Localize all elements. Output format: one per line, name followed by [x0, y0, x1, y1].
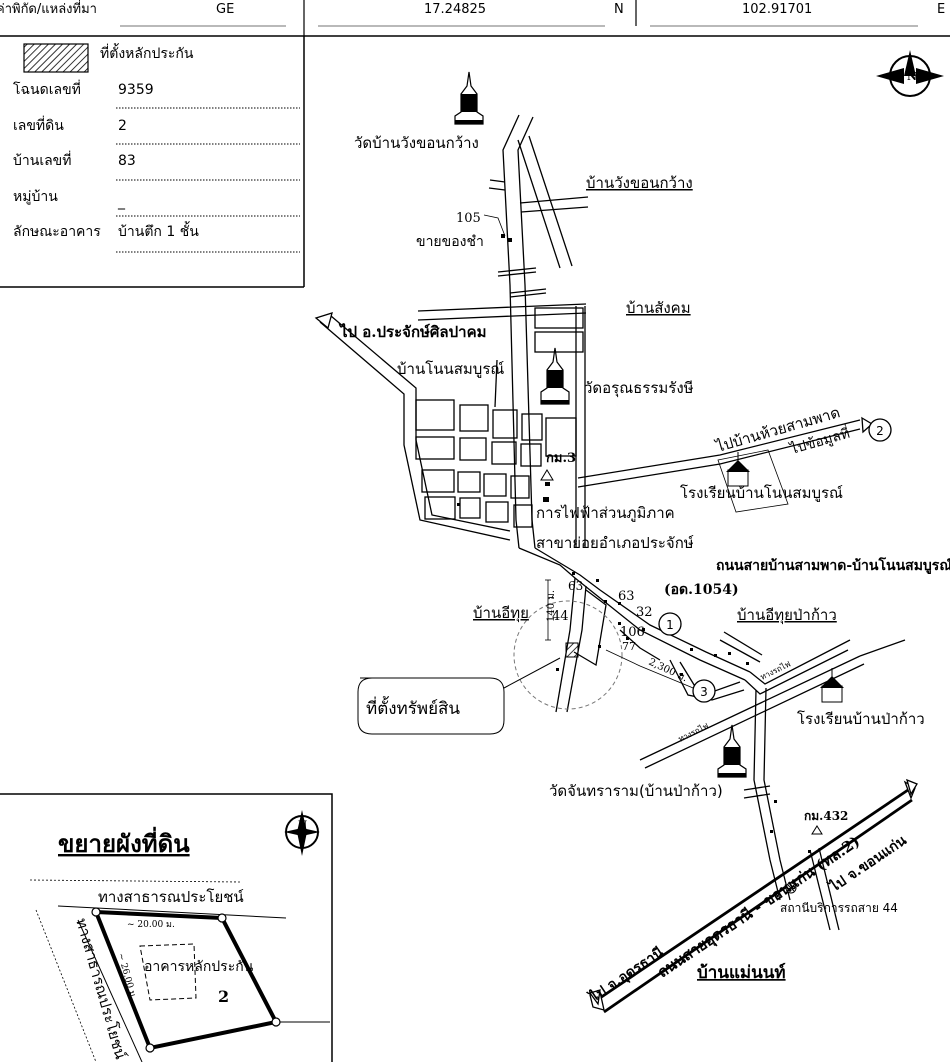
- circle-label-3: 3: [700, 685, 708, 699]
- inset-dim-depth: ~ 26.00 ม.: [115, 952, 138, 1001]
- compass-n: N: [907, 70, 917, 83]
- inset-plot-number: 2: [218, 987, 229, 1006]
- info-label-deed: โฉนดเลขที่: [13, 80, 81, 98]
- label-ban-ithui: บ้านอีทุย: [473, 604, 529, 623]
- road-network: [319, 114, 916, 1014]
- compass-icon: N: [876, 50, 944, 97]
- property-callout: [357, 677, 505, 735]
- label-dist-2300: 2,300 ม.: [647, 657, 689, 685]
- info-box: ที่ตั้งหลักประกัน โฉนดเลขที่ 9359 เลขที่…: [0, 36, 305, 288]
- label-pea-branch: สาขาย่อยอำเภอประจักษ์: [536, 534, 694, 552]
- label-house-63b: 63: [618, 589, 635, 604]
- map-labels: วัดบ้านวังขอนกว้าง บ้านวังขอนกว้าง 105 ข…: [338, 134, 950, 1006]
- info-value-house: 83: [118, 153, 136, 169]
- label-km432: กม.432: [804, 809, 848, 823]
- label-school-pakao: โรงเรียนบ้านป่าก้าว: [797, 710, 925, 728]
- label-km3: กม.3: [546, 451, 576, 466]
- direction-arrows: [314, 312, 918, 1006]
- legend-hatch-swatch: [23, 43, 89, 73]
- label-pea: การไฟฟ้าส่วนภูมิภาค: [536, 504, 675, 522]
- circle-marker-1: [658, 612, 682, 636]
- coord-label: ค่าพิกัด/แหล่งที่มา: [0, 0, 97, 17]
- temple-icon-chan: [717, 724, 747, 778]
- label-ban-sangkhom: บ้านสังคม: [626, 299, 691, 317]
- circle-label-2: 2: [876, 424, 884, 438]
- label-road-code: (อด.1054): [664, 582, 739, 598]
- info-label-land: เลขที่ดิน: [13, 116, 64, 134]
- gas-station-icon: [785, 882, 797, 894]
- circle-marker-2: [868, 418, 892, 442]
- label-ban-maenon: บ้านแม่นนท์: [697, 962, 786, 983]
- label-house-77: 77: [622, 640, 636, 653]
- coordinate-header: ค่าพิกัด/แหล่งที่มา GE 17.24825 N 102.91…: [0, 0, 950, 37]
- inset-building-outline: [139, 943, 197, 1001]
- temple-icon-wang: [454, 71, 484, 125]
- school-icon-non: [717, 449, 789, 513]
- inset-road-left: ทางสาธารณประโยชน์: [72, 916, 130, 1061]
- circle-marker-3: [692, 679, 716, 703]
- property-marker: [357, 579, 699, 735]
- label-house-106: 106: [620, 625, 645, 640]
- label-house-63a: 63: [568, 579, 583, 593]
- school-icon-pakao: [820, 668, 844, 703]
- plot-inset: ขยายผังที่ดิน N ทางสาธารณประโยชน์ ทางสาธ…: [0, 793, 333, 1062]
- label-shop: ขายของชำ: [416, 234, 484, 250]
- inset-compass-icon: N: [284, 810, 320, 856]
- longitude-value: 102.91701: [742, 2, 812, 17]
- info-value-deed: 9359: [118, 82, 154, 98]
- label-property: ที่ตั้งทรัพย์สิน: [366, 696, 460, 719]
- temple-icon-arun: [540, 347, 570, 405]
- house-markers: [457, 234, 811, 853]
- label-dist-140: 140 ม.: [546, 590, 557, 622]
- info-value-building: บ้านตึก 1 ชั้น: [118, 221, 199, 240]
- label-ban-ithui-pakao: บ้านอีทุยป่าก้าว: [737, 606, 837, 625]
- inset-title: ขยายผังที่ดิน: [58, 826, 190, 858]
- latitude-dir: N: [614, 2, 624, 17]
- info-label-village: หมู่บ้าน: [13, 189, 58, 205]
- label-road-name: ถนนสายบ้านสามพาด-บ้านโนนสมบูรณ์: [716, 556, 950, 574]
- label-railway-2: ทางรถไฟ: [677, 721, 710, 743]
- info-value-land: 2: [118, 118, 127, 134]
- label-105: 105: [456, 211, 481, 226]
- info-value-village: _: [117, 194, 126, 210]
- info-label-building: ลักษณะอาคาร: [13, 224, 101, 240]
- km-marker-432: [811, 825, 823, 835]
- coord-source: GE: [216, 2, 234, 17]
- inset-compass-n: N: [298, 820, 307, 831]
- inset-building-label: อาคารหลักประกัน: [144, 959, 254, 975]
- arrow-to-huaisampat: [861, 416, 874, 434]
- label-ban-non: บ้านโนนสมบูรณ์: [397, 360, 504, 378]
- arrow-to-khonkaen: [906, 778, 918, 796]
- label-school-non: โรงเรียนบ้านโนนสมบูรณ์: [680, 484, 843, 502]
- circle-label-1: 1: [666, 618, 674, 632]
- km-marker-3: [540, 469, 554, 486]
- info-label-house: บ้านเลขที่: [13, 151, 71, 169]
- inset-dim-width: ~ 20.00 ม.: [127, 920, 175, 930]
- label-gas-station: สถานีบริการรถสาย 44: [780, 901, 898, 915]
- circle-markers: [658, 418, 892, 703]
- arrow-to-prachak: [314, 312, 333, 330]
- label-wat-wang: วัดบ้านวังขอนกว้าง: [354, 134, 479, 152]
- arrow-to-udon: [588, 989, 601, 1006]
- longitude-dir: E: [937, 2, 945, 17]
- label-wat-chan: วัดจันทราราม(บ้านป่าก้าว): [549, 782, 723, 800]
- latitude-value: 17.24825: [424, 2, 486, 17]
- inset-road-top: ทางสาธารณประโยชน์: [98, 888, 244, 906]
- label-to-prachak: ไป อ.ประจักษ์ศิลปาคม: [338, 322, 487, 341]
- label-house-44: 44: [552, 609, 569, 624]
- label-house-32: 32: [636, 605, 653, 620]
- label-wat-arun: วัดอรุณธรรมรังษี: [584, 379, 694, 398]
- legend-label: ที่ตั้งหลักประกัน: [100, 43, 194, 62]
- label-ban-wang: บ้านวังขอนกว้าง: [586, 174, 693, 192]
